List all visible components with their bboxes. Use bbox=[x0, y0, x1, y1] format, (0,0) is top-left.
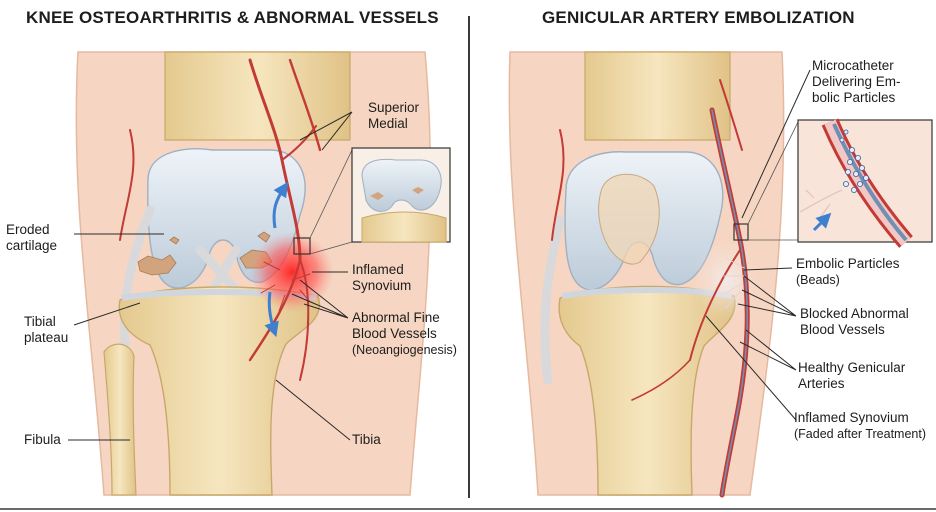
label-inflamed-text: Inflamed bbox=[352, 262, 404, 277]
label-tibia: Tibia bbox=[352, 432, 381, 447]
label-neoangiogenesis-text: (Neoangiogenesis) bbox=[352, 343, 457, 357]
label-embolic-particles: Embolic Particles (Beads) bbox=[796, 256, 900, 288]
label-beads-text: (Beads) bbox=[796, 273, 840, 287]
label-cartilage-text: cartilage bbox=[6, 238, 58, 253]
label-embolic-particles-text: bolic Particles bbox=[812, 90, 896, 105]
label-embolic-text: Embolic Particles bbox=[796, 256, 900, 271]
label-abnormal-fine-text: Abnormal Fine bbox=[352, 310, 440, 325]
label-faded-text: (Faded after Treatment) bbox=[794, 427, 927, 441]
right-inset bbox=[797, 118, 933, 248]
label-plateau-text: plateau bbox=[24, 330, 69, 345]
inflamed-synovium-glow bbox=[250, 232, 334, 312]
label-medial-text: Medial bbox=[368, 116, 408, 131]
bottom-rule bbox=[0, 508, 936, 510]
label-blocked-vessels: Blocked Abnormal Blood Vessels bbox=[800, 306, 909, 338]
label-inflamed-synovium: Inflamed Synovium bbox=[352, 262, 411, 294]
flow-arrow-icon bbox=[812, 212, 832, 232]
left-knee bbox=[75, 51, 451, 496]
left-inset bbox=[351, 147, 451, 243]
label-blood-vessels-text: Blood Vessels bbox=[352, 326, 437, 341]
right-knee bbox=[508, 51, 933, 498]
left-panel-title: KNEE OSTEOARTHRITIS & ABNORMAL VESSELS bbox=[26, 8, 439, 27]
label-delivering-text: Delivering Em- bbox=[812, 74, 901, 89]
label-blocked-text: Blocked Abnormal bbox=[800, 306, 909, 321]
embolic-beads-icon bbox=[839, 129, 870, 193]
left-fibula bbox=[103, 343, 137, 496]
label-inflamed-synovium-text: Inflamed Synovium bbox=[794, 410, 909, 425]
right-ligaments bbox=[540, 215, 565, 385]
label-microcatheter-text: Microcatheter bbox=[812, 58, 894, 73]
left-femur bbox=[164, 51, 351, 141]
label-healthy-text: Healthy Genicular bbox=[798, 360, 906, 375]
arrow-up-icon bbox=[272, 181, 289, 229]
label-eroded-cartilage: Eroded cartilage bbox=[6, 222, 57, 254]
right-panel-title: GENICULAR ARTERY EMBOLIZATION bbox=[542, 8, 855, 27]
right-zoom-marker bbox=[733, 223, 749, 241]
label-superior-text: Superior bbox=[368, 100, 420, 115]
leader-lines bbox=[68, 69, 811, 441]
label-blocked-vessels-text: Blood Vessels bbox=[800, 322, 885, 337]
right-patella bbox=[598, 173, 660, 265]
label-eroded-text: Eroded bbox=[6, 222, 50, 237]
label-abnormal-vessels: Abnormal Fine Blood Vessels (Neoangiogen… bbox=[352, 310, 457, 358]
panel-divider bbox=[468, 16, 470, 498]
right-leg-skin bbox=[508, 51, 785, 496]
label-faded-synovium: Inflamed Synovium (Faded after Treatment… bbox=[794, 410, 926, 442]
zoom-marker bbox=[293, 237, 311, 255]
eroded-patches bbox=[137, 231, 273, 276]
label-arteries-text: Arteries bbox=[798, 376, 845, 391]
label-tibial-plateau: Tibial plateau bbox=[24, 314, 68, 346]
label-tibial-text: Tibial bbox=[24, 314, 56, 329]
right-arteries bbox=[551, 79, 750, 498]
label-synovium-text: Synovium bbox=[352, 278, 412, 293]
label-fibula: Fibula bbox=[24, 432, 61, 447]
label-healthy-arteries: Healthy Genicular Arteries bbox=[798, 360, 905, 392]
left-tibia bbox=[118, 286, 321, 496]
left-arteries bbox=[119, 58, 322, 381]
right-femur bbox=[584, 51, 731, 141]
arrow-down-icon bbox=[264, 291, 279, 338]
label-microcatheter: Microcatheter Delivering Em- bolic Parti… bbox=[812, 58, 901, 106]
label-superior-medial: Superior Medial bbox=[368, 100, 419, 132]
